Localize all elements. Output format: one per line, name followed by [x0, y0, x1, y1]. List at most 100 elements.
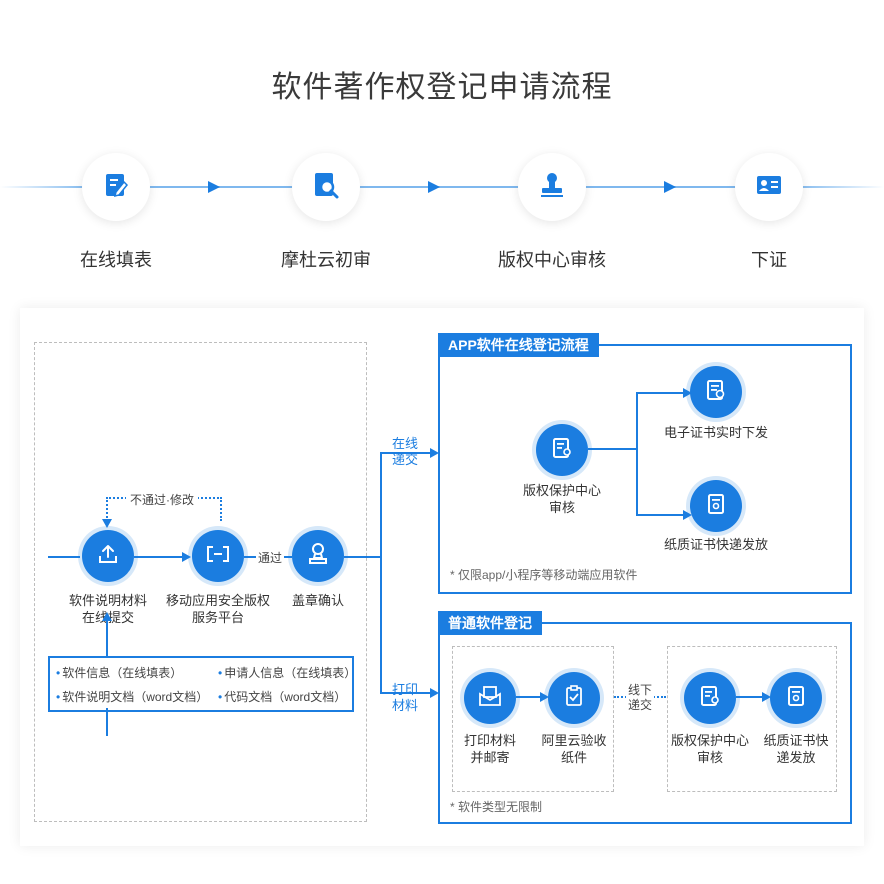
step-4-circle	[735, 153, 803, 221]
confirm-node	[292, 530, 344, 582]
offline-label-line1: 线下	[628, 683, 653, 697]
step-arrow	[208, 181, 220, 193]
offline-label-line2: 递交	[628, 698, 653, 712]
platform-label: 移动应用安全版权 服务平台	[162, 592, 274, 626]
ali-check-line1: 阿里云验收	[541, 733, 607, 748]
entry-line	[48, 556, 80, 558]
mail-label-line1: 打印材料	[463, 733, 516, 748]
fail-label: 不通过·修改	[126, 491, 198, 508]
arrow-right	[683, 388, 692, 398]
normal-review-line2: 审核	[696, 750, 723, 765]
cloud-bracket-icon	[204, 544, 232, 569]
app-e-cert-line	[636, 392, 686, 394]
print-label-line2: 材料	[392, 698, 419, 713]
material-item: 代码文档（word文档）	[218, 688, 346, 705]
edit-form-icon	[102, 171, 130, 204]
upload-icon	[96, 542, 120, 571]
online-branch-label: 在线 递交	[392, 436, 418, 468]
app-section-box	[438, 344, 852, 594]
submit-to-platform-line	[134, 556, 184, 558]
ali-check-line2: 纸件	[560, 750, 587, 765]
arrow-right	[430, 448, 439, 458]
clipboard-check-icon	[562, 684, 586, 713]
paper-cert-label: 纸质证书快递发放	[663, 537, 768, 552]
paper-certificate-icon	[704, 492, 728, 521]
online-label-line2: 递交	[392, 452, 419, 467]
app-review-line1: 版权保护中心	[522, 483, 601, 498]
normal-section-note: * 软件类型无限制	[450, 800, 543, 814]
normal-review-node	[684, 672, 736, 724]
envelope-icon	[477, 684, 503, 713]
certificate-doc-icon	[550, 436, 574, 465]
normal-section-box	[438, 622, 852, 824]
mail-label-line2: 并邮寄	[470, 750, 510, 765]
step-1-label: 在线填表	[80, 250, 152, 270]
material-item: 软件信息（在线填表）	[56, 664, 182, 681]
app-review-label: 版权保护中心 审核	[512, 482, 612, 516]
normal-section-tab: 普通软件登记	[438, 611, 542, 635]
arrow-right	[540, 692, 549, 702]
search-document-icon	[311, 170, 341, 205]
arrow-right	[430, 688, 439, 698]
step-arrow	[428, 181, 440, 193]
materials-down-line	[106, 708, 108, 736]
submit-node	[82, 530, 134, 582]
normal-paper-cert-label: 纸质证书快 递发放	[756, 732, 836, 766]
app-section-tab: APP软件在线登记流程	[438, 333, 599, 357]
normal-paper-cert-line1: 纸质证书快	[763, 733, 829, 748]
online-branch-line	[380, 452, 434, 454]
normal-review-line1: 版权保护中心	[670, 733, 749, 748]
pass-label: 通过	[256, 549, 285, 566]
page-title: 软件著作权登记申请流程	[271, 71, 613, 104]
normal-paper-cert-node	[770, 672, 822, 724]
arrow-right	[762, 692, 771, 702]
step-connector-line	[0, 186, 884, 188]
e-cert-node	[690, 366, 742, 418]
branch-vertical-line	[380, 452, 382, 694]
e-cert-label: 电子证书实时下发	[663, 425, 768, 440]
print-branch-label: 打印 材料	[392, 682, 418, 714]
left-flow-area	[34, 342, 367, 822]
step-2-label: 摩杜云初审	[281, 250, 371, 270]
confirm-label: 盖章确认	[291, 593, 344, 608]
seal-icon	[305, 541, 331, 572]
app-section-note: * 仅限app/小程序等移动端应用软件	[450, 568, 638, 582]
arrow-right	[683, 510, 692, 520]
step-3-label: 版权中心审核	[498, 250, 606, 270]
step-3-circle	[518, 153, 586, 221]
ali-check-label: 阿里云验收 纸件	[534, 732, 614, 766]
e-certificate-icon	[704, 378, 728, 407]
ali-check-node	[548, 672, 600, 724]
app-split-line	[636, 392, 638, 516]
review-to-cert-line	[736, 696, 764, 698]
arrow-right	[182, 552, 191, 562]
platform-node	[192, 530, 244, 582]
stamp-icon	[537, 170, 567, 205]
branch-line	[344, 556, 382, 558]
app-review-out-line	[588, 448, 638, 450]
certificate-doc-icon	[698, 684, 722, 713]
review-group-box	[667, 646, 837, 792]
material-item: 申请人信息（在线填表）	[218, 664, 356, 681]
step-arrow	[664, 181, 676, 193]
platform-label-line2: 服务平台	[191, 610, 244, 625]
mail-group-box	[452, 646, 614, 792]
mail-label: 打印材料 并邮寄	[450, 732, 530, 766]
print-branch-line	[380, 692, 434, 694]
mail-node	[464, 672, 516, 724]
online-label-line1: 在线	[392, 436, 419, 451]
step-2-circle	[292, 153, 360, 221]
platform-label-line1: 移动应用安全版权	[165, 593, 270, 608]
app-review-line2: 审核	[548, 500, 575, 515]
paper-certificate-icon	[784, 684, 808, 713]
step-1-circle	[82, 153, 150, 221]
id-card-icon	[754, 170, 784, 205]
submit-label-line1: 软件说明材料	[68, 593, 147, 608]
step-4-label: 下证	[751, 250, 787, 270]
print-label-line1: 打印	[392, 682, 419, 697]
paper-cert-node	[690, 480, 742, 532]
normal-review-label: 版权保护中心 审核	[666, 732, 754, 766]
offline-label: 线下 递交	[626, 682, 655, 714]
mail-to-check-line	[516, 696, 542, 698]
arrow-down	[102, 519, 112, 528]
